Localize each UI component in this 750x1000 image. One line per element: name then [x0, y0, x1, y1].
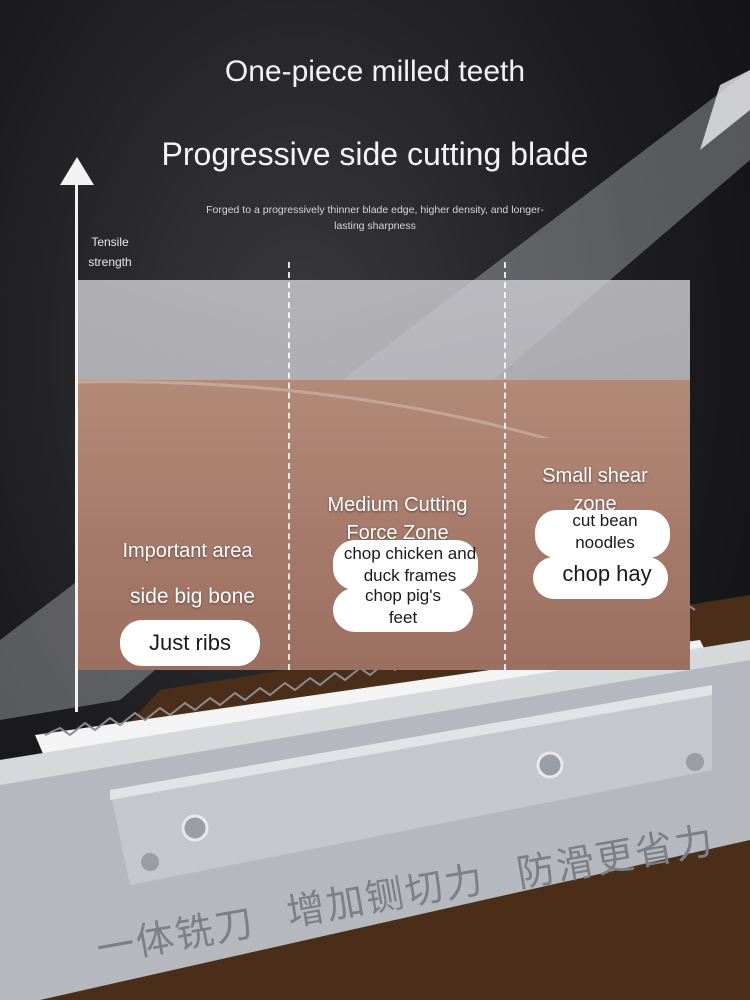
- zone-divider-1: [288, 262, 290, 670]
- zone-1-pill: [120, 620, 260, 666]
- zone-3-item-1: cut bean noodles: [572, 511, 638, 552]
- axis-label: Tensile strength: [88, 235, 132, 269]
- zone-3-title: Small shear zone: [542, 465, 648, 515]
- page-title: One-piece milled teeth: [224, 55, 526, 88]
- zone-1-title: Important area: [122, 540, 253, 562]
- zone-1-item-1: side big bone: [130, 585, 255, 608]
- axis-arrow-icon: [60, 157, 94, 185]
- zone-3-pill-1: [535, 510, 670, 558]
- zone-1-item-2: Just ribs: [149, 630, 231, 655]
- page-subtitle: Progressive side cutting blade: [161, 136, 589, 172]
- zone-3-pill-2: [533, 557, 668, 599]
- zone-2-title: Medium Cutting Force Zone: [327, 494, 468, 544]
- y-axis: [75, 182, 78, 712]
- zone-divider-2: [504, 262, 506, 670]
- zone-2-pill-1: [333, 540, 478, 590]
- zone-2-item-1: chop chicken and duck frames: [343, 544, 477, 585]
- curve-highlight: [78, 380, 551, 438]
- description: Forged to a progressively thinner blade …: [206, 204, 544, 232]
- zone-2-item-2: chop pig's feet: [364, 586, 442, 627]
- zone-2-pill-2: [333, 588, 473, 632]
- zone-3-item-2: chop hay: [562, 561, 652, 586]
